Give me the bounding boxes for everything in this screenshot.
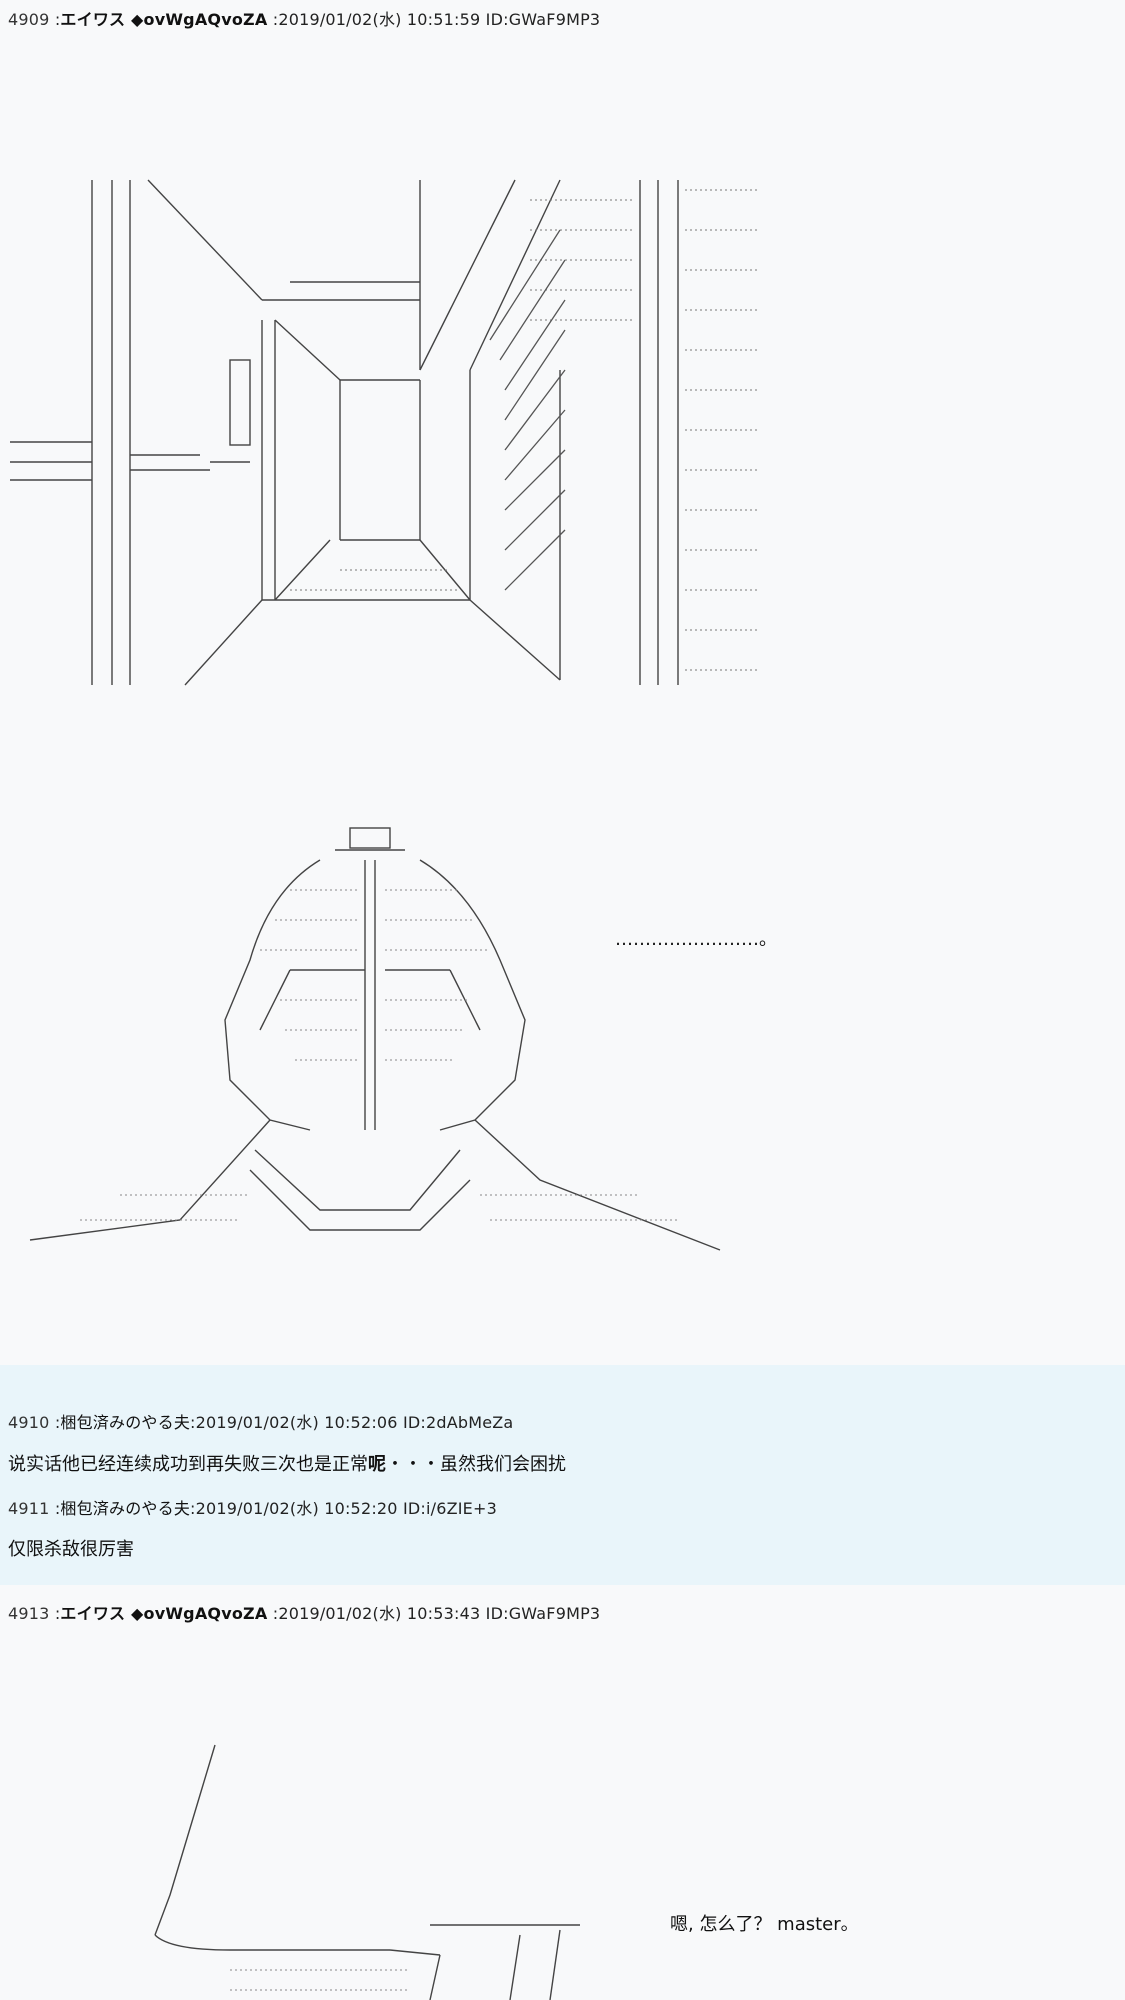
post-separator: :	[49, 1413, 61, 1432]
post-number[interactable]: 4913	[8, 1604, 50, 1623]
ascii-art-figure-reclining	[154, 1744, 580, 2000]
message-text: 说实话他已经连续成功到再失败三次也是正常	[8, 1454, 368, 1475]
reply-group: 4910 :梱包済みのやる夫:2019/01/02(水) 10:52:06 ID…	[0, 1365, 1125, 1585]
poster-name: エイワス	[60, 1604, 126, 1623]
post-header: 4909 :エイワス ◆ovWgAQvoZA :2019/01/02(水) 10…	[8, 6, 600, 30]
post-dialog: 嗯, 怎么了？ master。	[670, 1914, 859, 1935]
post-number[interactable]: 4910	[8, 1413, 50, 1432]
post-separator: :	[49, 1499, 61, 1518]
ascii-art-hooded-figure	[29, 827, 721, 1251]
message-bold: 呢	[368, 1454, 386, 1475]
ascii-art-corridor	[10, 179, 760, 686]
poster-id[interactable]: ID:i/6ZIE+3	[397, 1499, 497, 1518]
post-datetime: :2019/01/02(水) 10:51:59	[267, 10, 481, 29]
poster-name: エイワス	[60, 10, 126, 29]
post-4909: 4909 :エイワス ◆ovWgAQvoZA :2019/01/02(水) 10…	[8, 6, 777, 1251]
poster-id[interactable]: ID:GWaF9MP3	[480, 1604, 601, 1623]
post-number[interactable]: 4911	[8, 1499, 50, 1518]
poster-trip: ◆ovWgAQvoZA	[125, 10, 268, 29]
post-header: 4910 :梱包済みのやる夫:2019/01/02(水) 10:52:06 ID…	[8, 1409, 513, 1433]
post-message: 仅限杀敌很厉害	[8, 1539, 134, 1560]
post-datetime: :2019/01/02(水) 10:52:20	[190, 1499, 398, 1518]
post-datetime: :2019/01/02(水) 10:53:43	[267, 1604, 481, 1623]
post-number[interactable]: 4909	[8, 10, 50, 29]
message-text: ・・・虽然我们会困扰	[386, 1454, 566, 1475]
post-message: 说实话他已经连续成功到再失败三次也是正常呢・・・虽然我们会困扰	[8, 1450, 566, 1476]
post-separator: :	[49, 10, 61, 29]
poster-name: 梱包済みのやる夫	[60, 1413, 191, 1432]
poster-id[interactable]: ID:GWaF9MP3	[480, 10, 601, 29]
post-dialog: ……………………。	[615, 929, 777, 950]
post-separator: :	[49, 1604, 61, 1623]
post-header: 4913 :エイワス ◆ovWgAQvoZA :2019/01/02(水) 10…	[8, 1600, 600, 1624]
poster-name: 梱包済みのやる夫	[60, 1499, 191, 1518]
poster-id[interactable]: ID:2dAbMeZa	[397, 1413, 514, 1432]
post-header: 4911 :梱包済みのやる夫:2019/01/02(水) 10:52:20 ID…	[8, 1495, 497, 1519]
post-4913: 4913 :エイワス ◆ovWgAQvoZA :2019/01/02(水) 10…	[0, 1585, 1125, 2000]
post-datetime: :2019/01/02(水) 10:52:06	[190, 1413, 398, 1432]
poster-trip: ◆ovWgAQvoZA	[125, 1604, 268, 1623]
